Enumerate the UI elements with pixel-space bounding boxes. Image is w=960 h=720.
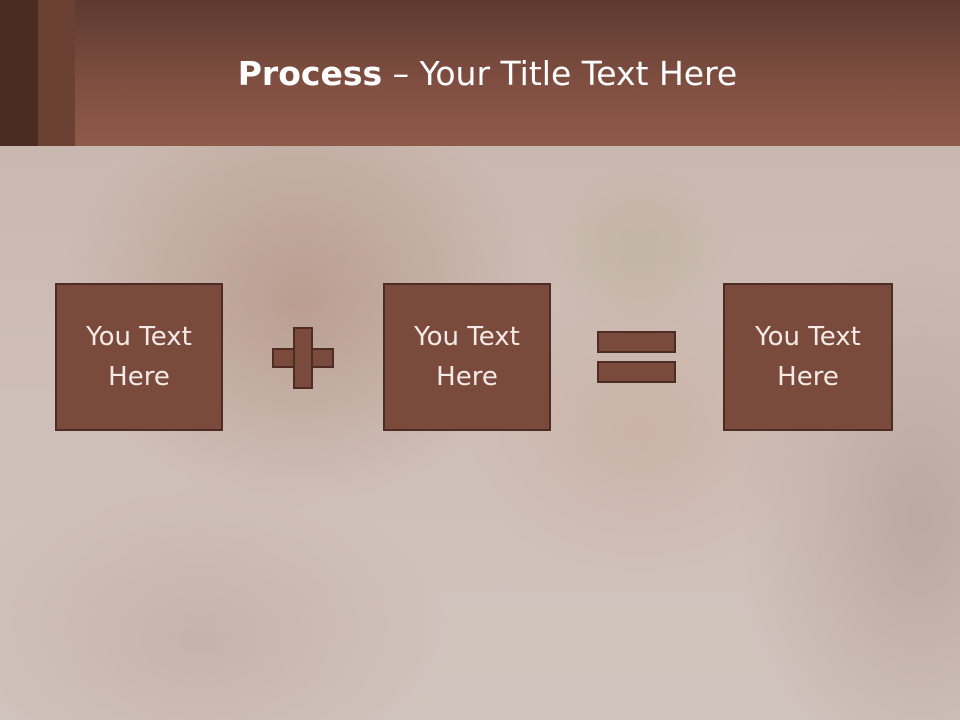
title-rest-part: – Your Title Text Here (382, 54, 738, 93)
process-box-text: You Text Here (414, 322, 520, 392)
process-box-2[interactable]: You Text Here (383, 283, 551, 431)
plus-icon (272, 327, 334, 389)
slide-title[interactable]: Process – Your Title Text Here (75, 52, 900, 96)
process-box-result[interactable]: You Text Here (723, 283, 893, 431)
title-bold-part: Process (237, 54, 383, 93)
process-box-text: You Text Here (755, 322, 861, 392)
header-bar: Process – Your Title Text Here (0, 0, 960, 146)
process-box-text: You Text Here (86, 322, 192, 392)
equals-icon (597, 331, 676, 383)
process-box-1[interactable]: You Text Here (55, 283, 223, 431)
header-accent-stripe (38, 0, 75, 146)
header-accent-stripe (0, 0, 38, 146)
